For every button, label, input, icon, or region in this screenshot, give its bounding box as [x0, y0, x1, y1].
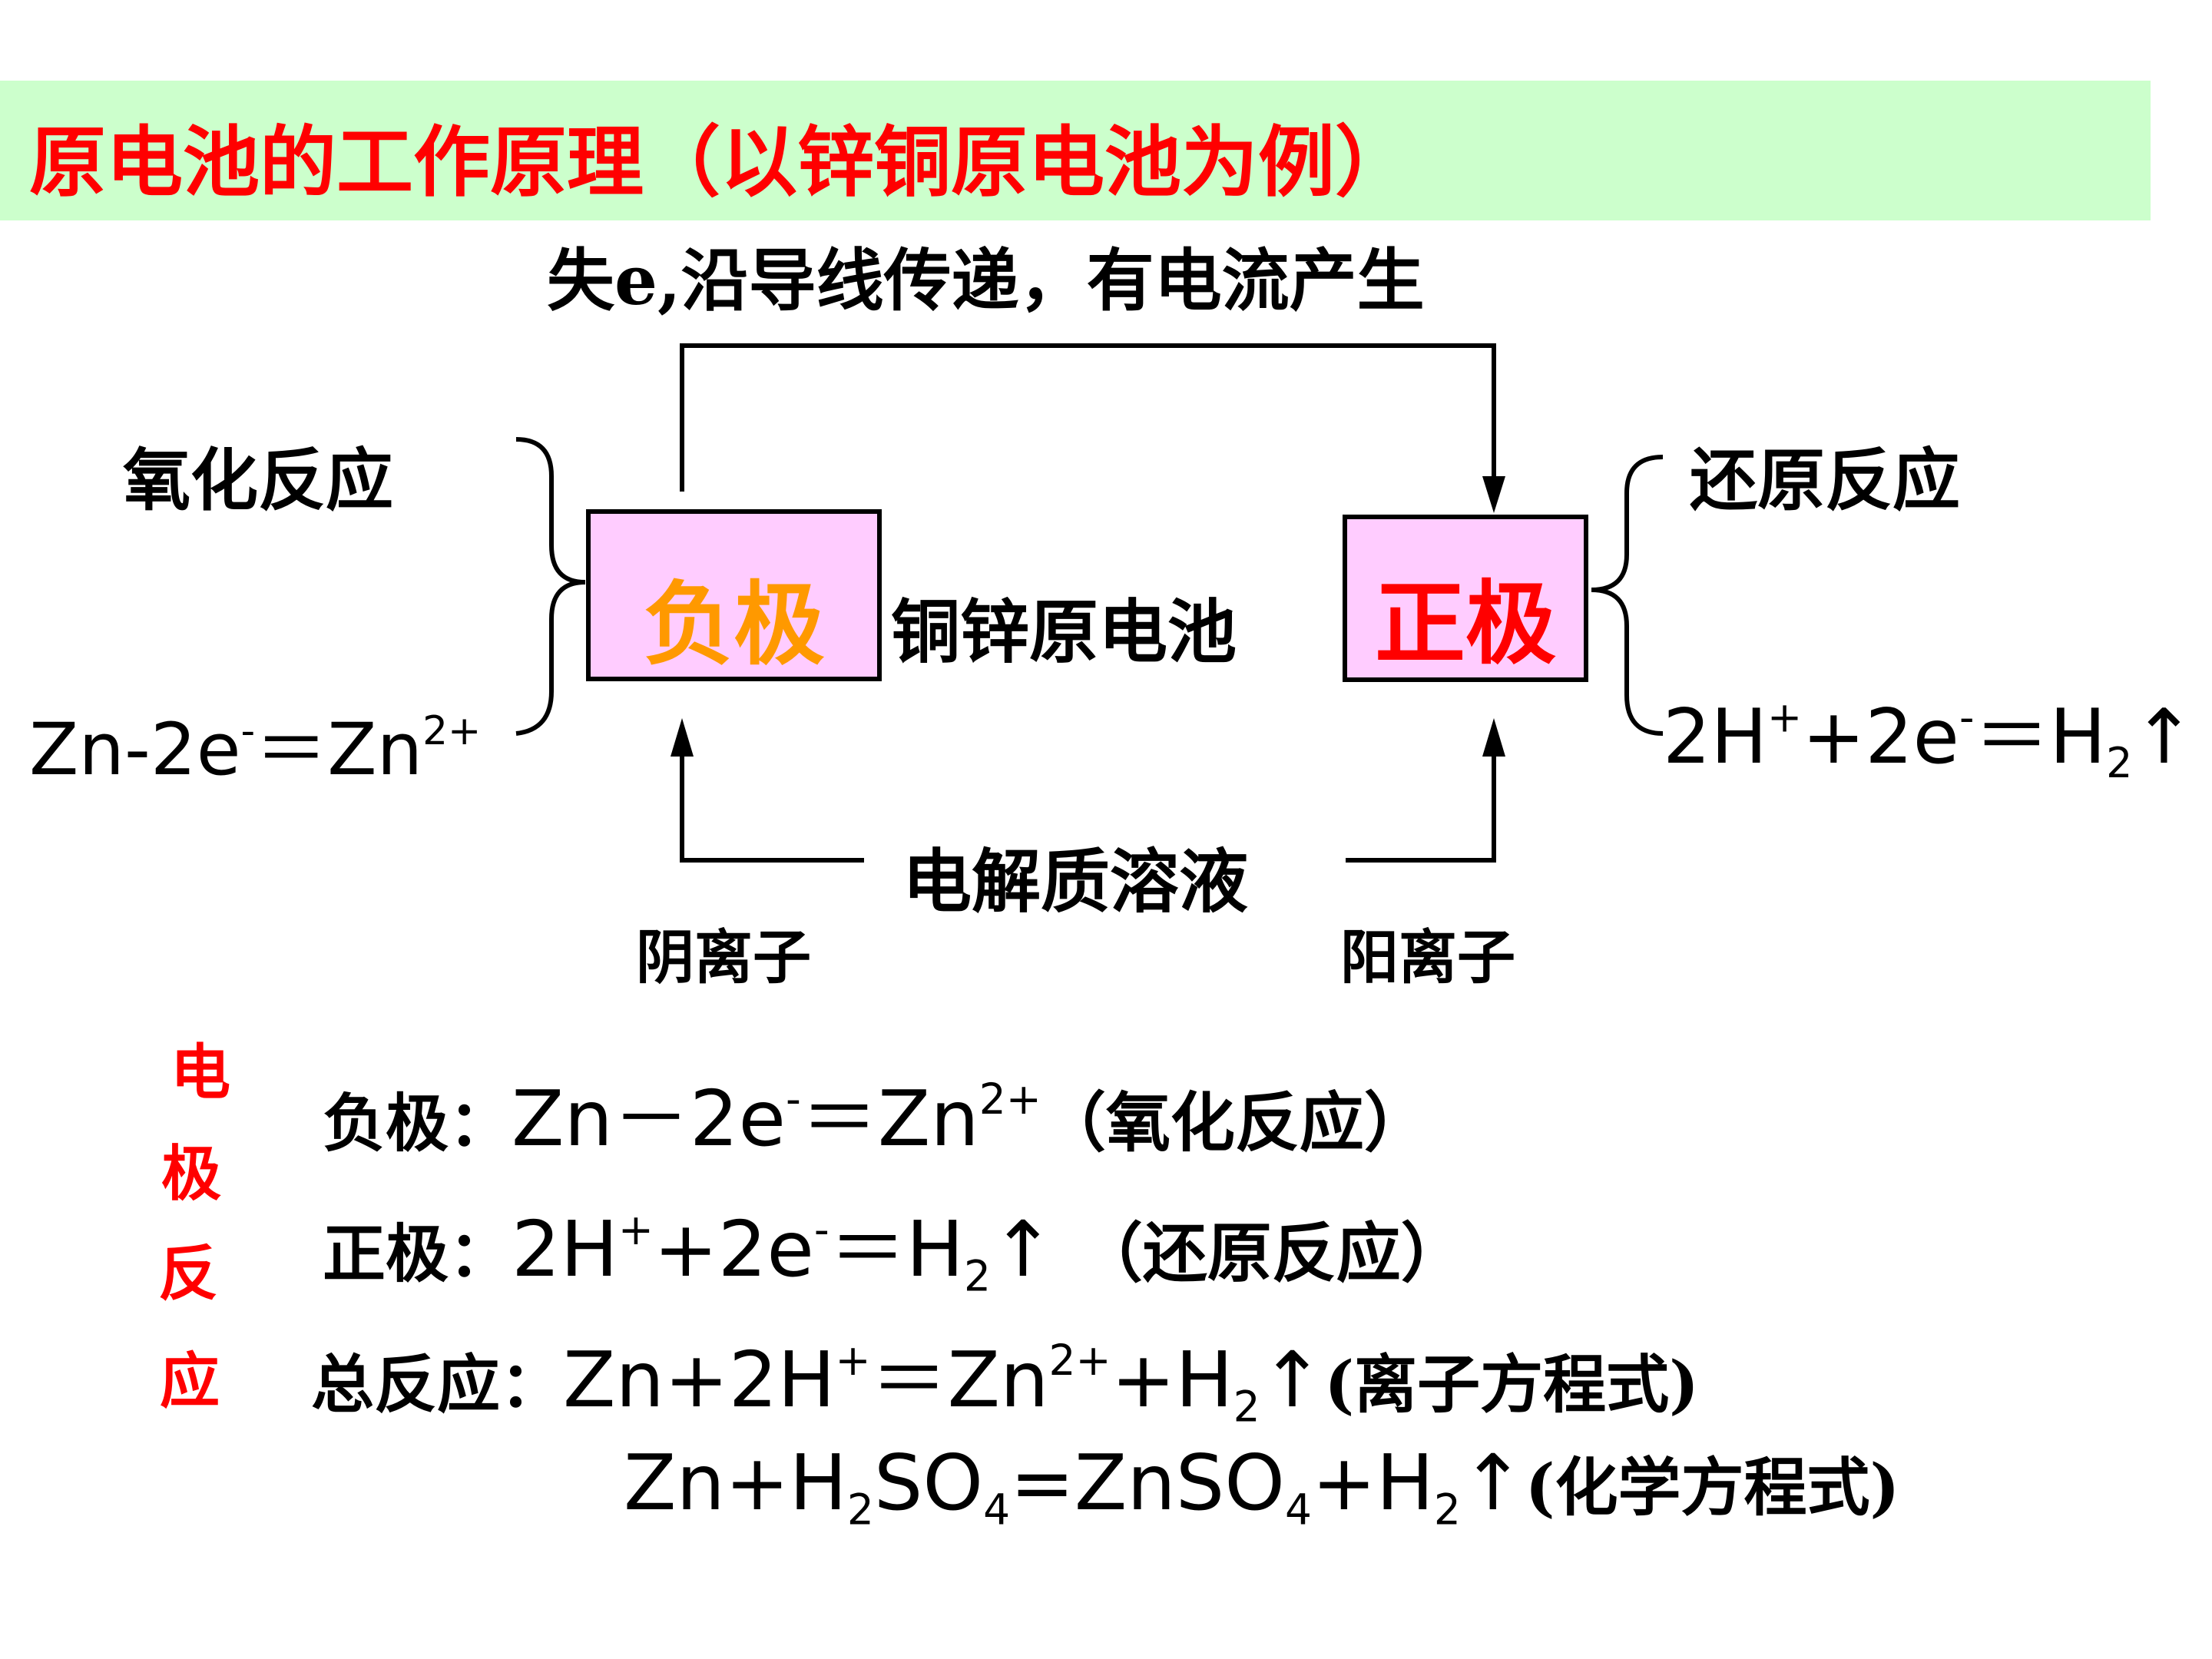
negative-electrode-box: 负极	[586, 509, 882, 681]
left-brace	[515, 437, 586, 736]
bottom-wire-left	[680, 737, 864, 863]
cathode-equation: 2H++2e-＝H2↑	[1663, 693, 2196, 787]
vertical-label-char: 反	[158, 1239, 219, 1309]
positive-electrode-label: 正极	[1374, 570, 1556, 677]
anion-label: 阴离子	[636, 923, 811, 992]
top-wire-arrowhead	[1482, 476, 1505, 513]
anode-equation: Zn-2e-＝Zn2+	[29, 708, 482, 792]
negative-electrode-label: 负极	[643, 571, 825, 677]
cell-name-label: 铜锌原电池	[891, 591, 1237, 673]
positive-reaction-title: 正极：	[323, 1217, 512, 1291]
positive-electrode-box: 正极	[1343, 515, 1588, 682]
page-title: 原电池的工作原理（以锌铜原电池为例）	[29, 117, 1412, 207]
positive-reaction-line: 正极：2H++2e-＝H2↑（还原反应）	[323, 1204, 1465, 1301]
chemical-equation-line: Zn+H2SO4=ZnSO4+H2↑(化学方程式)	[624, 1438, 1900, 1535]
right-brace	[1591, 455, 1664, 736]
electrolyte-label: 电解质溶液	[902, 841, 1248, 922]
top-wire	[680, 343, 1496, 492]
top-label: 失e,沿导线传递，有电流产生	[547, 240, 1425, 320]
bottom-left-arrowhead	[671, 718, 694, 757]
vertical-label-char: 电	[171, 1038, 231, 1108]
vertical-label-char: 应	[160, 1346, 220, 1416]
bottom-wire-right	[1346, 737, 1496, 863]
vertical-label-char: 极	[161, 1139, 222, 1209]
title-bar	[0, 81, 2151, 220]
total-reaction-line: 总反应：Zn+2H+＝Zn2++H2↑(离子方程式)	[311, 1335, 1699, 1432]
bottom-right-arrowhead	[1482, 718, 1505, 757]
total-reaction-title: 总反应：	[311, 1348, 564, 1422]
reduction-label: 还原反应	[1690, 440, 1961, 520]
oxidation-label: 氧化反应	[123, 440, 394, 520]
cation-label: 阳离子	[1340, 923, 1515, 992]
negative-reaction-line: 负极：Zn－2e-＝Zn2+（氧化反应）	[323, 1074, 1429, 1164]
negative-reaction-title: 负极：	[323, 1087, 512, 1161]
